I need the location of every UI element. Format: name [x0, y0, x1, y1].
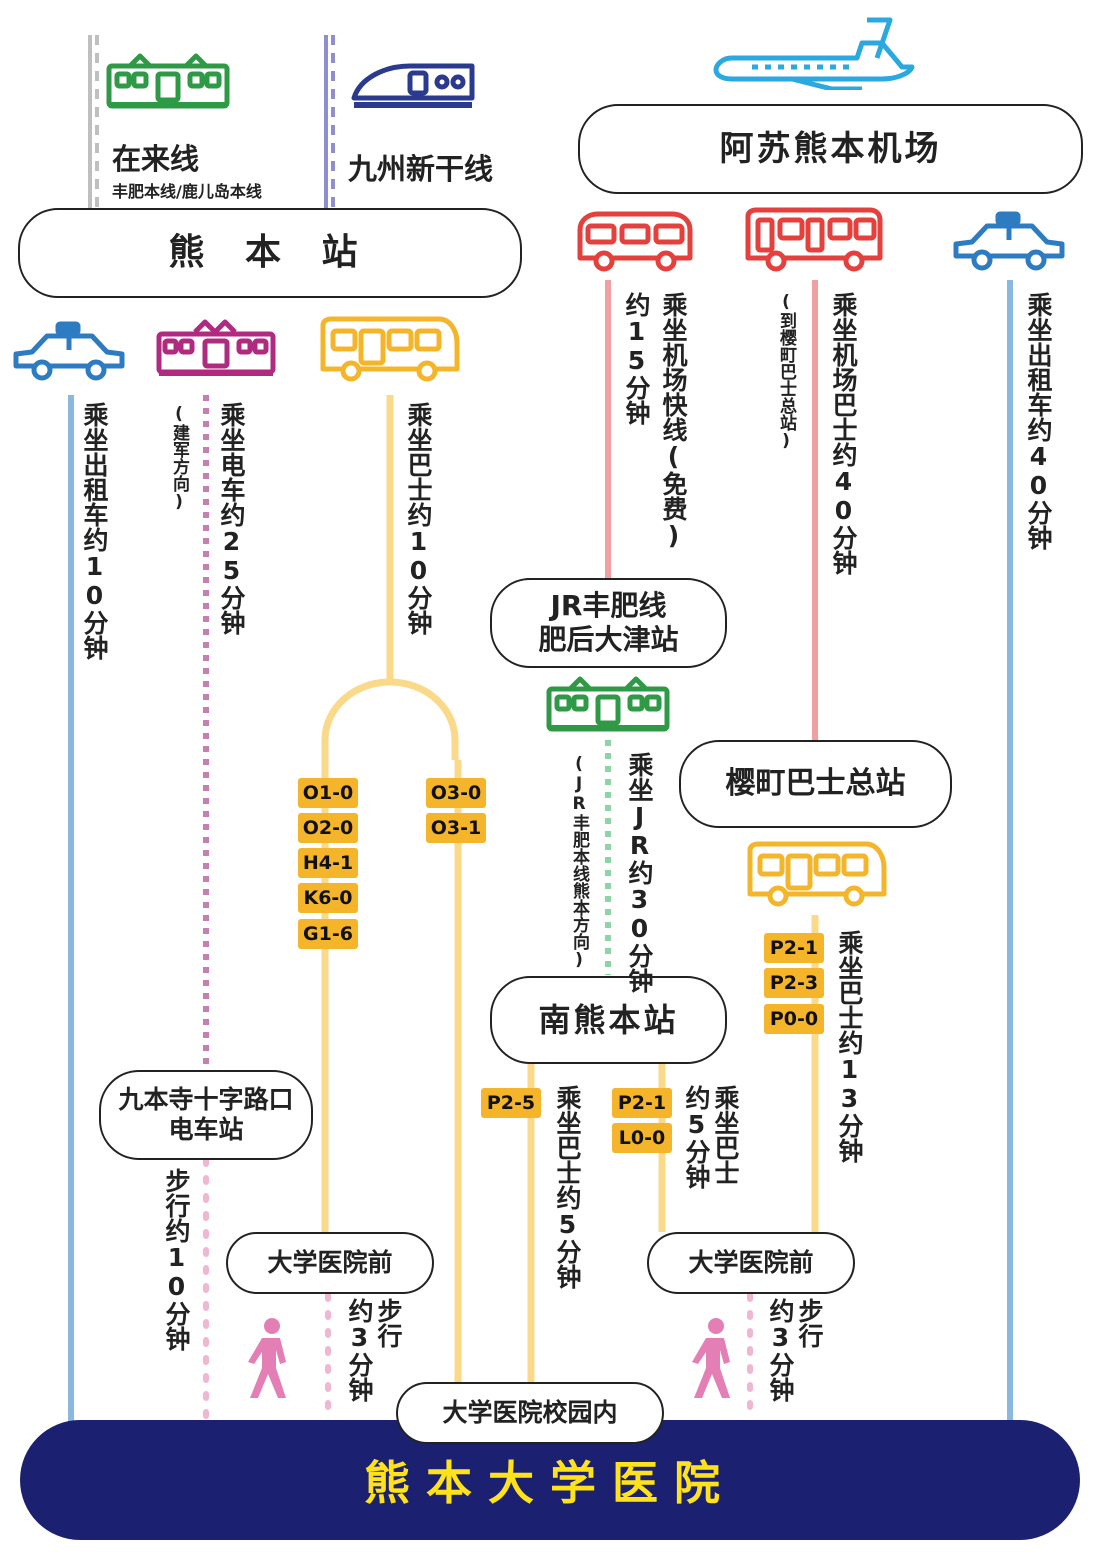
- kumotoji-station: 九本寺十字路口 电车站: [99, 1070, 313, 1160]
- train-icon: [546, 676, 670, 732]
- campus-stop: 大学医院校园内: [396, 1382, 664, 1444]
- bus-10-text: 乘坐巴士约10分钟: [404, 402, 433, 635]
- bus-code-badge: P0-0: [764, 1004, 824, 1034]
- higo-ozu-label-2: 肥后大津站: [538, 623, 679, 656]
- campus-stop-label: 大学医院校园内: [442, 1398, 618, 1427]
- bus-code-badge: P2-1: [764, 933, 824, 963]
- higo-ozu-station: JR丰肥线 肥后大津站: [490, 578, 727, 668]
- tram-25-text: 乘坐电车约25分钟: [217, 402, 246, 635]
- taxi-icon: [953, 211, 1065, 271]
- minami-kumamoto-label: 南熊本站: [538, 1000, 679, 1039]
- bus-code-badge: P2-1: [612, 1088, 672, 1118]
- bus-icon: [745, 207, 883, 272]
- kumamoto-station: 熊 本 站: [18, 208, 522, 298]
- zairai-label: 在来线: [112, 142, 200, 176]
- kumotoji-label-1: 九本寺十字路口: [118, 1085, 294, 1114]
- bus-5-b-text-2: 乘坐巴士: [711, 1085, 740, 1185]
- walk-3-right-text-1: 约3分钟: [766, 1298, 795, 1402]
- bus-icon: [747, 841, 887, 907]
- kumamoto-station-label: 熊 本 站: [168, 232, 372, 274]
- zairai-sub-label: 丰肥本线/鹿儿岛本线: [112, 182, 262, 201]
- bus-code-badge: O3-0: [426, 778, 486, 808]
- zairai-rail-line: [88, 35, 99, 208]
- airport-express-text-2: 乘坐机场快线(免费): [659, 292, 688, 550]
- higo-ozu-label-1: JR丰肥线: [550, 589, 667, 623]
- taxi-10-text: 乘坐出租车约10分钟: [80, 402, 109, 660]
- tram-dir-text: (建军方向): [169, 404, 189, 512]
- airport-station-label: 阿苏熊本机场: [719, 128, 942, 169]
- airport-bus-text: 乘坐机场巴士约40分钟: [829, 292, 858, 575]
- bus-icon: [320, 316, 460, 382]
- bus-code-badge: P2-5: [481, 1088, 541, 1118]
- airport-station: 阿苏熊本机场: [578, 104, 1083, 194]
- bus-5-b-text-1: 约5分钟: [682, 1085, 711, 1189]
- minami-kumamoto-station: 南熊本站: [490, 976, 727, 1064]
- daigaku-mae-right: 大学医院前: [647, 1232, 855, 1294]
- bus-code-badge: O1-0: [298, 778, 358, 808]
- hospital-label: 熊本大学医院: [364, 1456, 736, 1510]
- bus-13-text: 乘坐巴士约13分钟: [835, 930, 864, 1163]
- daigaku-mae-left: 大学医院前: [226, 1232, 434, 1294]
- bus-code-badge: P2-3: [764, 968, 824, 998]
- walk-3-right-text-2: 步行: [795, 1298, 824, 1348]
- shinkansen-rail-line: [324, 35, 335, 208]
- airplane-icon: [713, 17, 915, 90]
- taxi-40-text: 乘坐出租车约40分钟: [1024, 292, 1053, 550]
- bus-code-badge: G1-6: [298, 919, 358, 949]
- train-icon: [106, 53, 230, 109]
- bus-code-badge: K6-0: [298, 883, 358, 913]
- bus-5-a-text: 乘坐巴士约5分钟: [553, 1085, 582, 1289]
- walk-10-text: 步行约10分钟: [162, 1168, 191, 1351]
- kumotoji-label-2: 电车站: [168, 1115, 244, 1144]
- walker-icon: [692, 1318, 730, 1398]
- bus-code-badge: L0-0: [612, 1123, 672, 1153]
- jr-dir-text: (JR丰肥本线熊本方向): [569, 754, 589, 970]
- bus-icon: [577, 211, 693, 272]
- walker-icon: [248, 1318, 286, 1398]
- sakuramachi-label: 樱町巴士总站: [725, 766, 906, 801]
- airport-bus-dir-text: (到樱町巴士总站): [776, 292, 796, 451]
- bus-code-badge: O2-0: [298, 813, 358, 843]
- bus-code-badge: O3-1: [426, 813, 486, 843]
- daigaku-mae-right-label: 大学医院前: [688, 1248, 814, 1277]
- walk-3-left-text-2: 步行: [374, 1298, 403, 1348]
- tram-icon: [156, 319, 276, 376]
- jr-30-text: 乘坐JR约30分钟: [625, 752, 654, 993]
- shinkansen-label: 九州新干线: [348, 152, 494, 186]
- taxi-icon: [13, 321, 125, 381]
- daigaku-mae-left-label: 大学医院前: [267, 1248, 393, 1277]
- sakuramachi-station: 樱町巴士总站: [679, 740, 952, 828]
- shinkansen-icon: [351, 63, 475, 108]
- walk-3-left-text-1: 约3分钟: [345, 1298, 374, 1402]
- airport-express-text-1: 约15分钟: [622, 292, 651, 425]
- bus-code-badge: H4-1: [298, 848, 358, 878]
